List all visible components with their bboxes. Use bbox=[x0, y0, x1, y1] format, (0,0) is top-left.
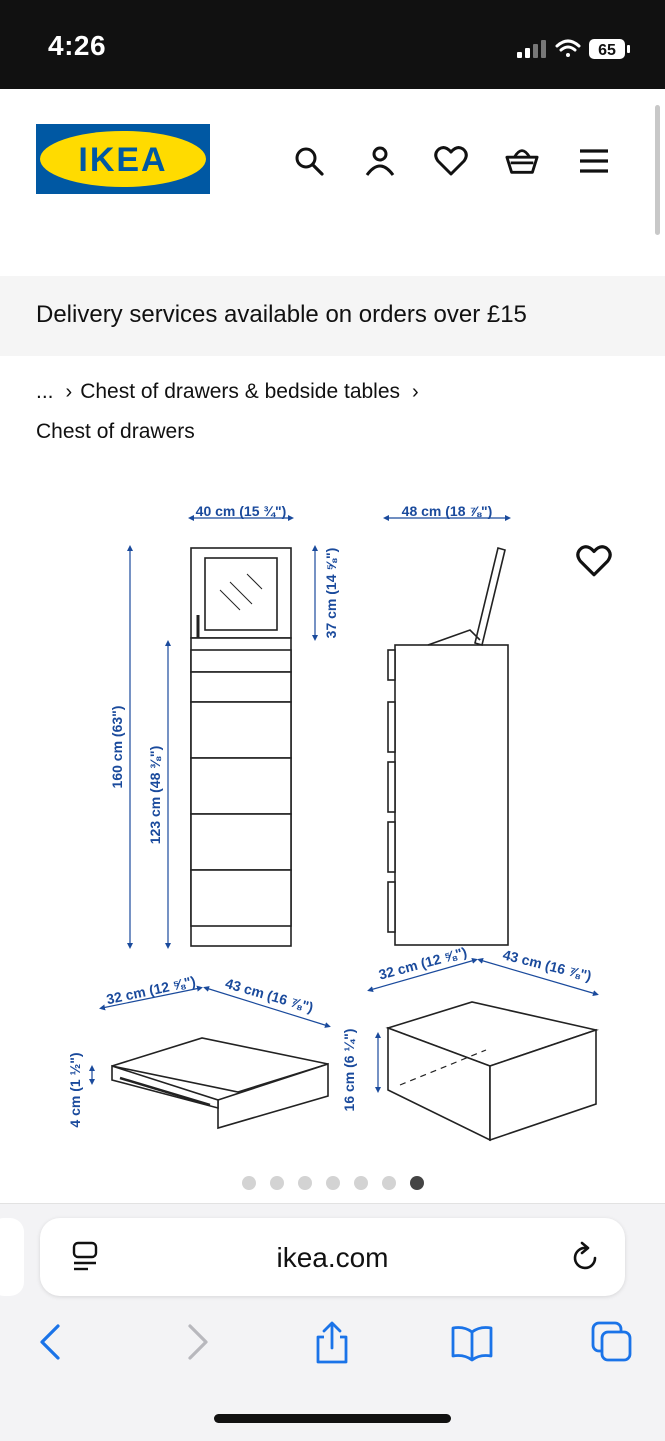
carousel-dot[interactable] bbox=[381, 1176, 396, 1190]
url-text: ikea.com bbox=[276, 1242, 389, 1273]
large-drawer-width-label: 32 cm (12 ⅝") bbox=[377, 944, 469, 983]
chevron-right-icon: › bbox=[65, 381, 73, 403]
heart-icon[interactable] bbox=[434, 144, 468, 178]
logo-text: IKEA bbox=[78, 141, 167, 179]
small-drawer bbox=[111, 1037, 329, 1130]
front-view bbox=[190, 547, 292, 947]
reader-mode-icon[interactable] bbox=[70, 1240, 100, 1274]
front-width-label: 40 cm (15 ¾") bbox=[196, 503, 287, 519]
breadcrumb-category[interactable]: Chest of drawers & bedside tables bbox=[80, 380, 401, 403]
chest-height-label: 123 cm (48 ⅜") bbox=[147, 746, 163, 844]
breadcrumb-ellipsis[interactable]: ... bbox=[36, 380, 54, 403]
bookmarks-icon[interactable] bbox=[450, 1320, 494, 1364]
ikea-logo[interactable]: IKEA bbox=[36, 124, 210, 194]
small-drawer-height-label: 4 cm (1 ½") bbox=[67, 1052, 83, 1127]
small-drawer-depth-label: 43 cm (16 ⅞") bbox=[224, 975, 316, 1015]
carousel-dot-active[interactable] bbox=[409, 1176, 424, 1190]
large-drawer-depth-label: 43 cm (16 ⅞") bbox=[501, 946, 593, 983]
battery-icon bbox=[589, 39, 630, 59]
large-drawer bbox=[385, 1001, 599, 1142]
scrollbar[interactable] bbox=[655, 105, 660, 235]
delivery-banner[interactable]: Delivery services available on orders ov… bbox=[0, 276, 665, 356]
battery-level: 65 bbox=[598, 42, 616, 59]
site-header: IKEA bbox=[0, 89, 665, 276]
side-depth-label: 48 cm (18 ⅞") bbox=[402, 503, 493, 519]
large-drawer-height-label: 16 cm (6 ¼") bbox=[341, 1029, 357, 1112]
breadcrumb-current[interactable]: Chest of drawers bbox=[36, 420, 195, 443]
carousel-dot[interactable] bbox=[297, 1176, 312, 1190]
carousel-dot[interactable] bbox=[325, 1176, 340, 1190]
small-drawer-width-label: 32 cm (12 ⅝") bbox=[105, 973, 197, 1008]
wifi-icon bbox=[555, 39, 581, 57]
carousel-dot[interactable] bbox=[269, 1176, 284, 1190]
search-icon[interactable] bbox=[292, 144, 326, 178]
status-time: 4:26 bbox=[48, 30, 107, 61]
chevron-right-icon: › bbox=[412, 381, 419, 403]
basket-icon[interactable] bbox=[505, 144, 539, 178]
total-height-label: 160 cm (63") bbox=[109, 706, 125, 789]
reload-icon[interactable] bbox=[569, 1240, 601, 1274]
home-indicator[interactable] bbox=[214, 1414, 451, 1423]
back-icon[interactable] bbox=[30, 1320, 74, 1364]
account-icon[interactable] bbox=[363, 144, 397, 178]
status-icons: 65 bbox=[517, 36, 645, 62]
image-carousel-dots bbox=[0, 1176, 665, 1192]
carousel-dot[interactable] bbox=[353, 1176, 368, 1190]
banner-text: Delivery services available on orders ov… bbox=[36, 301, 527, 328]
side-view bbox=[387, 547, 509, 946]
previous-tab-preview[interactable] bbox=[0, 1218, 24, 1296]
breadcrumb: ... › Chest of drawers & bedside tables › bbox=[36, 380, 427, 404]
share-icon[interactable] bbox=[310, 1320, 354, 1364]
forward-icon[interactable] bbox=[174, 1320, 218, 1364]
carousel-dot[interactable] bbox=[241, 1176, 256, 1190]
browser-toolbar: ikea.com bbox=[0, 1203, 665, 1441]
menu-icon[interactable] bbox=[577, 144, 611, 178]
mirror-height-label: 37 cm (14 ⅝") bbox=[323, 548, 339, 639]
add-to-favourites-heart-icon[interactable] bbox=[576, 544, 612, 580]
tabs-icon[interactable] bbox=[590, 1320, 634, 1364]
product-dimension-image[interactable]: 40 cm (15 ¾") 160 cm (63") 123 cm (48 ⅜"… bbox=[40, 490, 630, 1150]
status-bar: 4:26 65 bbox=[0, 0, 665, 89]
address-bar[interactable]: ikea.com bbox=[40, 1218, 625, 1296]
signal-icon bbox=[517, 40, 546, 58]
